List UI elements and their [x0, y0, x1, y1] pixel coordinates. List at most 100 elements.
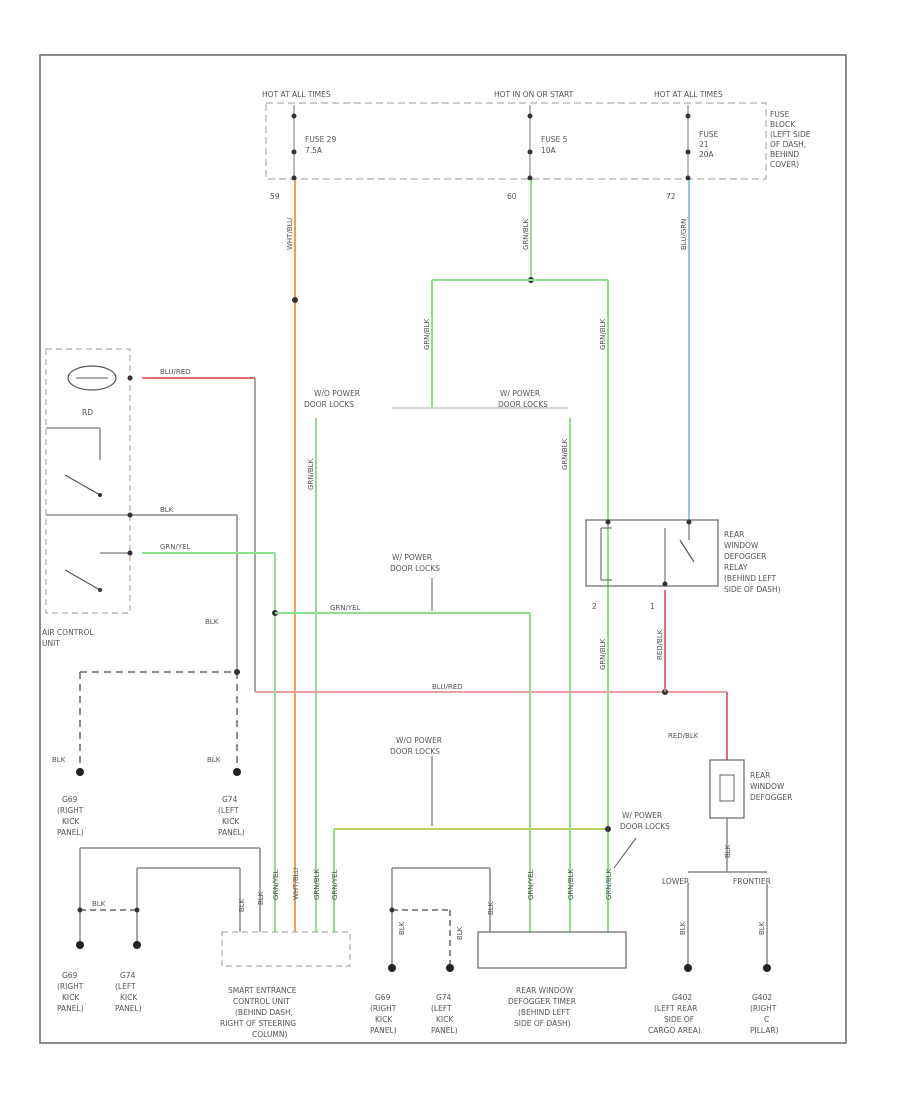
- label-w-power-upper: W/ POWER DOOR LOCKS: [498, 389, 548, 409]
- svg-text:COVER): COVER): [770, 160, 799, 169]
- svg-text:REAR: REAR: [750, 771, 770, 780]
- wire-grn-yel-air-control: GRN/YEL: [142, 543, 278, 932]
- svg-text:(RIGHT: (RIGHT: [57, 982, 84, 991]
- svg-text:W/ POWER: W/ POWER: [622, 811, 662, 820]
- ground-g74-upper: G74 (LEFT KICK PANEL): [218, 795, 245, 837]
- svg-text:W/O POWER: W/O POWER: [396, 736, 442, 745]
- label-w-power-mid: W/ POWER DOOR LOCKS: [390, 553, 440, 573]
- svg-text:KICK: KICK: [62, 817, 80, 826]
- svg-text:PANEL): PANEL): [370, 1026, 397, 1035]
- fuse-block-outline: [265, 102, 767, 180]
- svg-text:DOOR LOCKS: DOOR LOCKS: [498, 400, 548, 409]
- svg-text:PANEL): PANEL): [218, 828, 245, 837]
- svg-text:WINDOW: WINDOW: [750, 782, 785, 791]
- svg-text:GRN/YEL: GRN/YEL: [527, 869, 535, 900]
- svg-text:W/O POWER: W/O POWER: [314, 389, 360, 398]
- rear-window-defogger-relay: REAR WINDOW DEFOGGER RELAY (BEHIND LEFT …: [585, 519, 781, 611]
- svg-text:DOOR LOCKS: DOOR LOCKS: [390, 747, 440, 756]
- rear-window-defogger-timer: REAR WINDOW DEFOGGER TIMER (BEHIND LEFT …: [477, 931, 627, 1028]
- svg-text:PANEL): PANEL): [115, 1004, 142, 1013]
- svg-text:REAR: REAR: [724, 530, 744, 539]
- smart-entrance-wire-labels: GRN/YEL WHT/BLU GRN/BLK GRN/YEL GRN/YEL …: [272, 868, 613, 900]
- svg-text:GRN/YEL: GRN/YEL: [330, 604, 361, 612]
- svg-text:KICK: KICK: [120, 993, 138, 1002]
- svg-text:(LEFT: (LEFT: [431, 1004, 452, 1013]
- svg-text:KICK: KICK: [62, 993, 80, 1002]
- label-pointer-3: [613, 837, 637, 869]
- svg-text:1: 1: [650, 602, 655, 611]
- svg-text:BLK: BLK: [487, 901, 495, 915]
- fuse-29: FUSE 29 7.5A: [291, 105, 336, 181]
- fuse-21: FUSE 21 20A: [685, 105, 719, 181]
- svg-text:LOWER: LOWER: [662, 877, 689, 886]
- svg-text:(BEHIND LEFT: (BEHIND LEFT: [724, 574, 777, 583]
- ground-lower-left: BLK BLK BLK G69 (RIGHT KICK PANEL) G74 (…: [57, 847, 265, 1013]
- wire-wht-blu: WHT/BLU: [286, 180, 298, 932]
- svg-text:(RIGHT: (RIGHT: [370, 1004, 397, 1013]
- svg-text:BLK: BLK: [456, 926, 464, 940]
- wire-grn-yel-timer: GRN/YEL: [275, 604, 531, 932]
- svg-text:WINDOW: WINDOW: [724, 541, 759, 550]
- svg-text:SIDE OF DASH): SIDE OF DASH): [514, 1019, 571, 1028]
- svg-text:KICK: KICK: [222, 817, 240, 826]
- svg-text:10A: 10A: [541, 146, 557, 155]
- svg-text:W/ POWER: W/ POWER: [500, 389, 540, 398]
- pin-60: 60: [507, 192, 517, 201]
- label-w-power-lower: W/ POWER DOOR LOCKS: [620, 811, 670, 831]
- ground-g69-upper: G69 (RIGHT KICK PANEL): [57, 795, 84, 837]
- wire-blu-grn: BLU/GRN: [680, 180, 690, 520]
- svg-text:(BEHIND DASH,: (BEHIND DASH,: [235, 1008, 293, 1017]
- svg-text:(BEHIND LEFT: (BEHIND LEFT: [518, 1008, 571, 1017]
- svg-text:CONTROL UNIT: CONTROL UNIT: [233, 997, 290, 1006]
- svg-text:BLK: BLK: [205, 618, 219, 626]
- svg-text:OF DASH,: OF DASH,: [770, 140, 806, 149]
- svg-text:G402: G402: [752, 993, 772, 1002]
- label-wo-power-lower: W/O POWER DOOR LOCKS: [390, 736, 442, 756]
- svg-text:7.5A: 7.5A: [305, 146, 323, 155]
- svg-text:SMART ENTRANCE: SMART ENTRANCE: [228, 986, 297, 995]
- svg-text:BLK: BLK: [398, 921, 406, 935]
- svg-text:DEFOGGER: DEFOGGER: [750, 793, 792, 802]
- wire-grn-yel-lower: [333, 826, 611, 932]
- svg-text:G74: G74: [222, 795, 238, 804]
- svg-text:GRN/BLK: GRN/BLK: [599, 318, 607, 350]
- svg-text:(LEFT SIDE: (LEFT SIDE: [770, 130, 811, 139]
- svg-text:G74: G74: [120, 971, 136, 980]
- svg-text:BLK: BLK: [92, 900, 106, 908]
- svg-text:RIGHT OF STEERING: RIGHT OF STEERING: [220, 1019, 296, 1028]
- ground-g402-left-rear: G402 (LEFT REAR SIDE OF CARGO AREA): [648, 993, 701, 1035]
- svg-text:KICK: KICK: [375, 1015, 393, 1024]
- svg-text:KICK: KICK: [436, 1015, 454, 1024]
- svg-text:BLK: BLK: [160, 506, 174, 514]
- svg-text:PANEL): PANEL): [57, 828, 84, 837]
- pin-59: 59: [270, 192, 280, 201]
- svg-text:WHT/BLU: WHT/BLU: [292, 868, 300, 900]
- rear-window-defogger: REAR WINDOW DEFOGGER BLK LOWER FRONTIER …: [662, 759, 792, 972]
- svg-text:G69: G69: [62, 971, 78, 980]
- hot-label-left: HOT AT ALL TIMES: [262, 90, 331, 99]
- svg-text:BLK: BLK: [257, 891, 265, 905]
- wire-red-blk-defogger: RED/BLK: [668, 692, 728, 760]
- hot-label-mid: HOT IN ON OR START: [494, 90, 574, 99]
- wire-label-grn-blk-relay: GRN/BLK: [599, 638, 607, 670]
- svg-text:PANEL): PANEL): [57, 1004, 84, 1013]
- wire-grn-w-power: GRN/BLK: [561, 418, 571, 932]
- svg-text:RED/BLK: RED/BLK: [668, 732, 699, 740]
- svg-text:GRN/BLK: GRN/BLK: [307, 458, 315, 490]
- svg-text:DEFOGGER: DEFOGGER: [724, 552, 766, 561]
- svg-text:GRN/YEL: GRN/YEL: [272, 869, 280, 900]
- wire-grn-wo-power: GRN/BLK: [307, 418, 317, 932]
- label-wo-power-upper: W/O POWER DOOR LOCKS: [304, 389, 360, 409]
- fuse-block-label: FUSE BLOCK (LEFT SIDE OF DASH, BEHIND CO…: [770, 110, 811, 169]
- air-control-unit: RD AIR CONTROL UNIT: [42, 348, 133, 648]
- svg-text:20A: 20A: [699, 150, 715, 159]
- svg-text:FRONTIER: FRONTIER: [733, 877, 771, 886]
- svg-text:FUSE: FUSE: [699, 130, 719, 139]
- ground-middle: BLK BLK BLK G69 (RIGHT KICK PANEL) G74 (…: [370, 867, 495, 1035]
- svg-text:GRN/BLK: GRN/BLK: [605, 868, 613, 900]
- svg-text:2: 2: [592, 602, 597, 611]
- svg-text:BLK: BLK: [238, 898, 246, 912]
- svg-text:COLUMN): COLUMN): [252, 1030, 288, 1039]
- svg-text:21: 21: [699, 140, 709, 149]
